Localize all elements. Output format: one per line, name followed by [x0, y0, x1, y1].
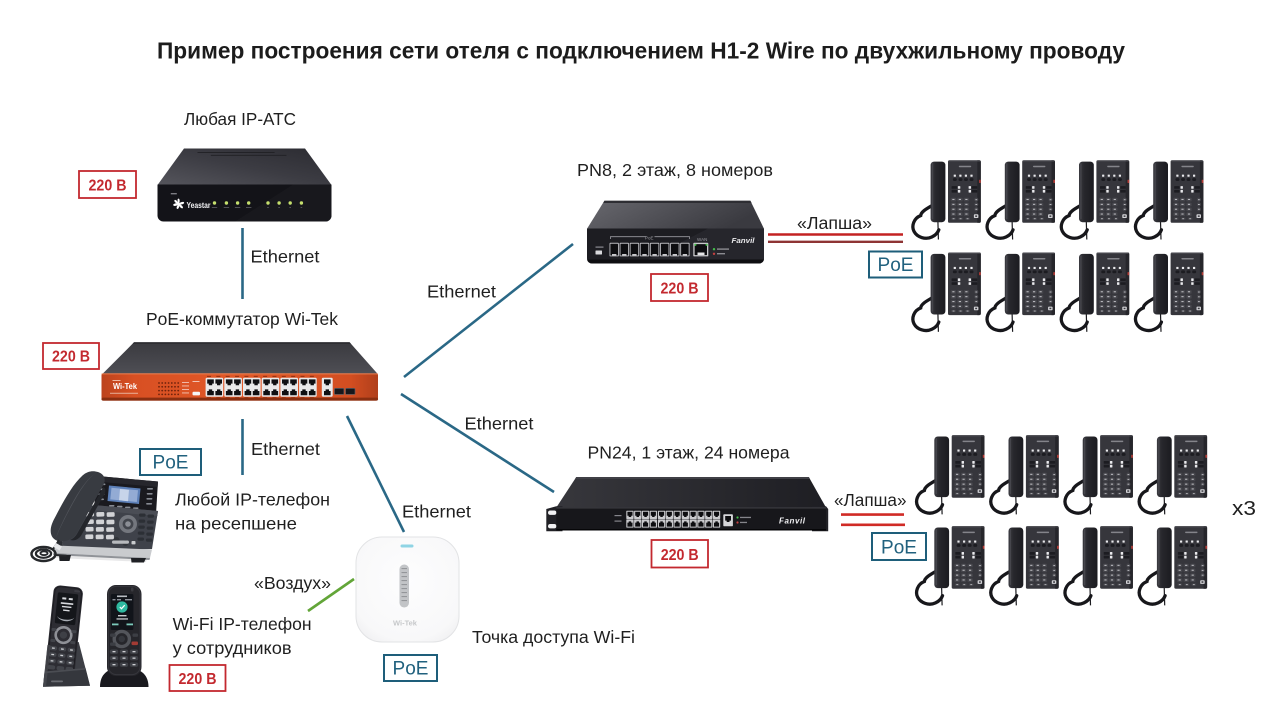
svg-text:PoE-коммутатор Wi-Tek: PoE-коммутатор Wi-Tek	[146, 309, 338, 329]
svg-text:«Лапша»: «Лапша»	[834, 490, 907, 510]
svg-text:на ресепшене: на ресепшене	[175, 514, 297, 534]
svg-text:Точка доступа Wi-Fi: Точка доступа Wi-Fi	[472, 627, 635, 647]
svg-text:Пример построения сети отеля с: Пример построения сети отеля с подключен…	[157, 38, 1125, 64]
svg-text:PoE: PoE	[153, 453, 189, 474]
svg-text:PN8, 2 этаж, 8 номеров: PN8, 2 этаж, 8 номеров	[577, 160, 773, 180]
svg-text:Wi-Tek: Wi-Tek	[393, 619, 418, 628]
svg-text:Wi-Fi IP-телефон: Wi-Fi IP-телефон	[173, 614, 312, 634]
svg-text:220 В: 220 В	[179, 671, 217, 688]
svg-text:Ethernet: Ethernet	[402, 502, 471, 522]
svg-text:PoE: PoE	[878, 255, 914, 276]
svg-text:PoE: PoE	[881, 537, 917, 558]
svg-text:x3: x3	[1232, 498, 1256, 520]
svg-text:PoE: PoE	[645, 236, 654, 241]
svg-text:Fanvil: Fanvil	[732, 238, 756, 245]
svg-text:Ethernet: Ethernet	[251, 439, 320, 459]
svg-text:«Воздух»: «Воздух»	[254, 573, 331, 593]
svg-text:Любой IP-телефон: Любой IP-телефон	[175, 490, 330, 510]
svg-text:Yeastar: Yeastar	[187, 200, 212, 210]
svg-text:220 В: 220 В	[89, 178, 127, 195]
svg-text:PN24, 1 этаж, 24 номера: PN24, 1 этаж, 24 номера	[588, 443, 790, 463]
svg-text:Ethernet: Ethernet	[427, 281, 496, 301]
svg-text:Fanvil: Fanvil	[779, 517, 806, 526]
svg-text:Ethernet: Ethernet	[251, 247, 320, 267]
svg-text:WAN: WAN	[697, 237, 707, 242]
svg-text:PoE: PoE	[393, 659, 429, 680]
svg-text:220 В: 220 В	[52, 349, 90, 366]
svg-text:у сотрудников: у сотрудников	[173, 638, 292, 658]
svg-text:220 В: 220 В	[661, 281, 699, 298]
svg-text:Wi-Tek: Wi-Tek	[113, 381, 137, 391]
svg-text:Ethernet: Ethernet	[465, 414, 534, 434]
svg-text:220 В: 220 В	[661, 547, 699, 564]
svg-text:Любая IP-АТС: Любая IP-АТС	[184, 109, 296, 129]
svg-text:«Лапша»: «Лапша»	[797, 213, 872, 233]
